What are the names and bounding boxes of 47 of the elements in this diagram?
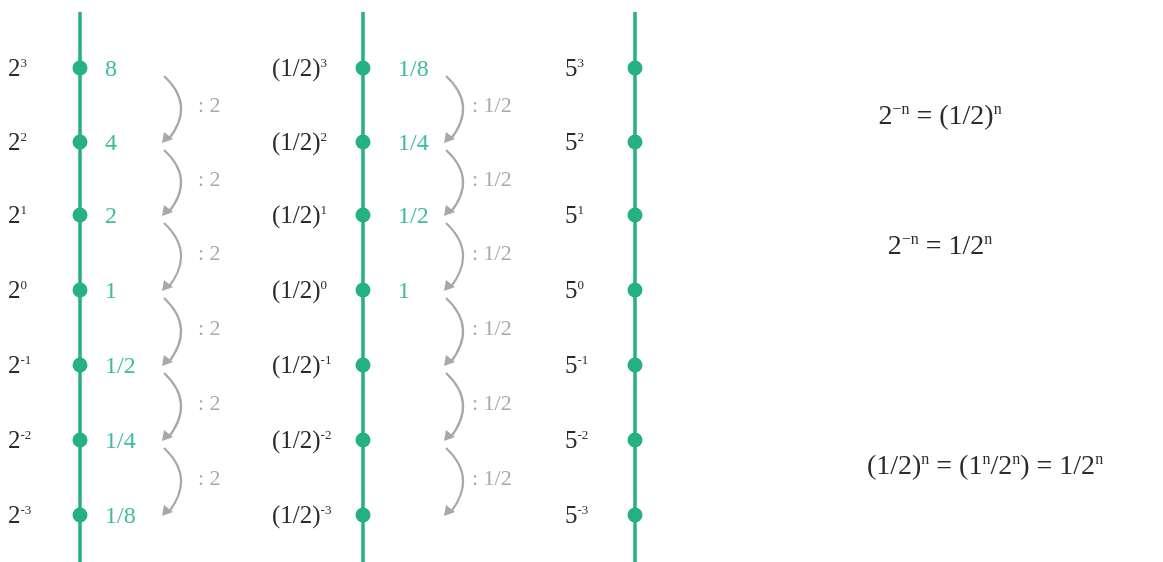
power-expression: 5$^{2}$ <box>565 128 584 156</box>
division-label: : 1/2 <box>472 239 512 266</box>
power-expression: (1/2)$^{-2}$ <box>272 426 332 454</box>
value-label: 1 <box>105 276 117 304</box>
power-expression: (1/2)$^{2}$ <box>272 128 328 156</box>
power-expression: 5$^{1}$ <box>565 201 584 229</box>
division-label: : 1/2 <box>472 92 512 118</box>
power-expression: 2$^{3}$ <box>8 54 27 82</box>
power-expression: 2$^{-3}$ <box>8 501 32 529</box>
value-label: 2 <box>105 201 117 229</box>
value-label: 1/8 <box>398 54 429 82</box>
value-label: 8 <box>105 54 117 82</box>
value-label: 1/8 <box>105 501 136 529</box>
value-label: 1 <box>398 276 410 304</box>
power-expression: 5$^{-3}$ <box>565 501 589 529</box>
power-expression: 5$^{-1}$ <box>565 351 589 379</box>
formula: 2$^{−n}$ = 1/2$^{n}$ <box>887 229 993 261</box>
division-label: : 1/2 <box>472 314 512 341</box>
division-label: : 2 <box>198 464 221 491</box>
value-label: 4 <box>105 128 117 156</box>
division-label: : 2 <box>198 314 221 341</box>
division-label: : 1/2 <box>472 165 512 192</box>
power-expression: (1/2)$^{1}$ <box>272 201 328 229</box>
division-label: : 2 <box>198 389 221 416</box>
power-expression: 2$^{0}$ <box>8 276 27 304</box>
power-expression: (1/2)$^{-1}$ <box>272 351 332 379</box>
power-expression: 2$^{2}$ <box>8 128 27 156</box>
power-expression: 5$^{-2}$ <box>565 426 589 454</box>
power-expression: (1/2)$^{3}$ <box>272 54 328 82</box>
formula: 2$^{−n}$ = (1/2)$^{n}$ <box>878 99 1002 131</box>
power-expression: 2$^{1}$ <box>8 201 27 229</box>
value-label: 1/2 <box>105 351 136 379</box>
power-expression: (1/2)$^{-3}$ <box>272 501 332 529</box>
formula: (1/2)$^{n}$ = (1$^{n}$/2$^{n}$) = 1/2$^{n}$ <box>866 449 1104 481</box>
value-label: 1/4 <box>398 128 429 156</box>
power-expression: 2$^{-2}$ <box>8 426 32 454</box>
power-expression: 2$^{-1}$ <box>8 351 32 379</box>
division-label: : 1/2 <box>472 389 512 416</box>
power-expression: 5$^{0}$ <box>565 276 584 304</box>
value-label: 1/4 <box>105 426 136 454</box>
value-label: 1/2 <box>398 201 429 229</box>
division-label: : 1/2 <box>472 464 512 491</box>
power-expression: 5$^{3}$ <box>565 54 584 82</box>
division-label: : 2 <box>198 92 221 118</box>
power-expression: (1/2)$^{0}$ <box>272 276 328 304</box>
division-label: : 2 <box>198 239 221 266</box>
division-label: : 2 <box>198 165 221 192</box>
